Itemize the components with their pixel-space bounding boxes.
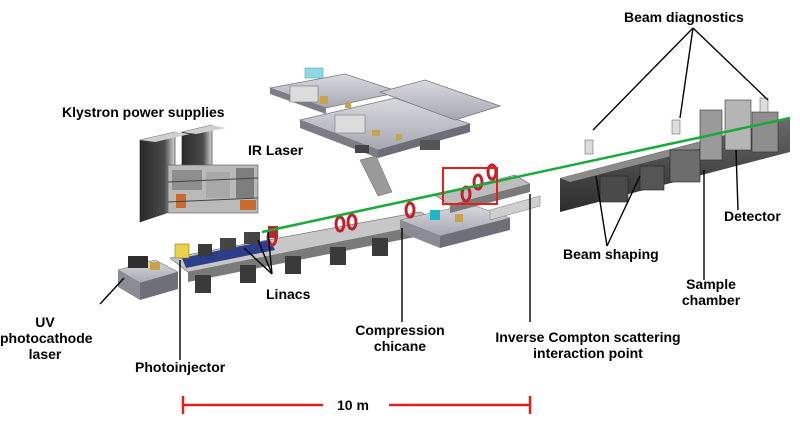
diagnostics-line [560, 97, 790, 212]
label-compression-chicane: Compression chicane [345, 322, 455, 354]
label-sample-line2: chamber [681, 292, 741, 308]
uv-laser-table [117, 256, 179, 300]
label-beam-shaping: Beam shaping [563, 246, 659, 262]
klystron-power-supplies [139, 124, 259, 223]
label-compression-line2: chicane [373, 338, 427, 354]
label-ics-point: Inverse Compton scattering interaction p… [473, 329, 703, 361]
label-uv-line3: laser [28, 346, 62, 362]
label-compression-line1: Compression [355, 322, 445, 338]
ir-laser-table [268, 67, 502, 197]
label-photoinjector: Photoinjector [135, 359, 226, 375]
label-detector: Detector [724, 208, 781, 224]
label-beam-diagnostics: Beam diagnostics [624, 9, 744, 25]
label-sample-chamber: Sample chamber [676, 276, 746, 308]
label-ir-laser: IR Laser [248, 142, 304, 158]
label-uv-laser: UV photocathode laser [0, 314, 93, 362]
label-sample-line1: Sample [686, 276, 736, 292]
main-girder [169, 211, 441, 293]
pointer-line [99, 27, 769, 360]
chicane-table [398, 174, 541, 248]
label-uv-line1: UV [35, 314, 55, 330]
label-uv-line2: photocathode [0, 330, 93, 346]
label-ics-line1: Inverse Compton scattering [495, 329, 681, 345]
scale-bar-label: 10 m [337, 397, 369, 413]
electron-beam [261, 116, 791, 234]
interaction-box [442, 167, 498, 205]
label-ics-line2: interaction point [533, 345, 643, 361]
label-klystron: Klystron power supplies [62, 104, 225, 120]
label-linacs: Linacs [266, 286, 311, 302]
